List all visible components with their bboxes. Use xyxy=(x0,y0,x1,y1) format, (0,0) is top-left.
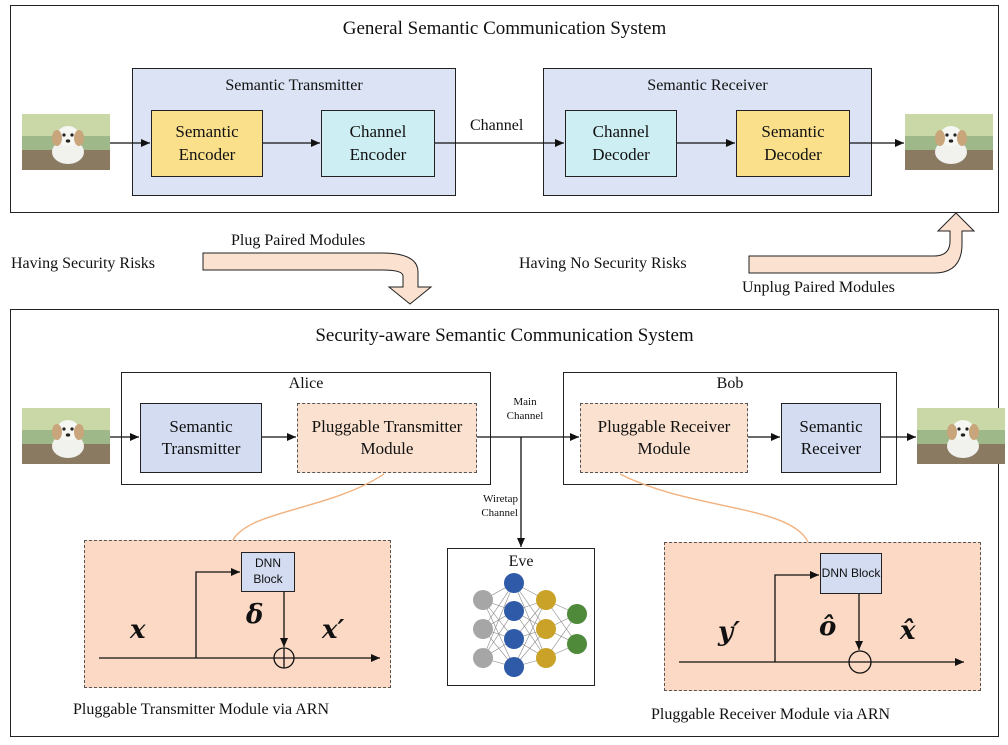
semantic-encoder-box: Semantic Encoder xyxy=(151,110,263,177)
semantic-receiver-title: Semantic Receiver xyxy=(647,77,768,94)
security-aware-title: Security-aware Semantic Communication Sy… xyxy=(315,325,694,346)
alice-group xyxy=(121,372,491,485)
dog-image-icon xyxy=(917,408,1005,464)
tx-dnn-block: DNN Block xyxy=(241,552,295,592)
channel-decoder-box: Channel Decoder xyxy=(565,110,677,177)
symbol-delta: δ xyxy=(246,600,264,630)
tx-caption: Pluggable Transmitter Module via ARN xyxy=(73,701,329,718)
bob-group xyxy=(563,372,897,485)
symbol-o-hat: ô xyxy=(819,612,837,642)
dog-image-icon xyxy=(22,408,110,464)
semantic-decoder-box: Semantic Decoder xyxy=(736,110,850,177)
unplug-paired-label: Unplug Paired Modules xyxy=(742,279,895,296)
eve-label: Eve xyxy=(508,553,534,570)
arrow-up-icon xyxy=(748,212,976,274)
symbol-x-prime: x′ xyxy=(322,615,345,645)
semantic-transmitter-title: Semantic Transmitter xyxy=(225,77,363,94)
eve-box xyxy=(447,548,595,686)
semantic-transmitter-box: Semantic Transmitter xyxy=(140,403,262,473)
no-security-risk-label: Having No Security Risks xyxy=(519,255,687,272)
symbol-y-prime: y′ xyxy=(718,617,740,647)
symbol-x-hat: x̂ xyxy=(900,616,916,646)
dog-image-icon xyxy=(22,114,110,170)
security-risk-label: Having Security Risks xyxy=(11,255,155,272)
alice-label: Alice xyxy=(288,375,324,392)
plug-paired-label: Plug Paired Modules xyxy=(231,232,366,249)
semantic-receiver-box: Semantic Receiver xyxy=(781,403,881,473)
wiretap-channel-label: Wiretap Channel xyxy=(481,493,518,520)
main-channel-label: Main Channel xyxy=(506,396,544,423)
channel-encoder-box: Channel Encoder xyxy=(321,110,435,177)
rx-caption: Pluggable Receiver Module via ARN xyxy=(651,706,891,723)
neural-network-icon xyxy=(473,573,587,677)
general-system-title: General Semantic Communication System xyxy=(342,18,667,39)
arrow-down-icon xyxy=(202,252,433,305)
dog-image-icon xyxy=(905,114,993,170)
pluggable-transmitter-box: Pluggable Transmitter Module xyxy=(297,403,477,473)
symbol-x: x xyxy=(130,615,146,645)
rx-dnn-block: DNN Block xyxy=(820,553,882,594)
tx-arn-detail xyxy=(84,540,391,688)
pluggable-receiver-box: Pluggable Receiver Module xyxy=(580,403,748,473)
channel-label: Channel xyxy=(470,117,524,134)
bob-label: Bob xyxy=(716,375,744,392)
